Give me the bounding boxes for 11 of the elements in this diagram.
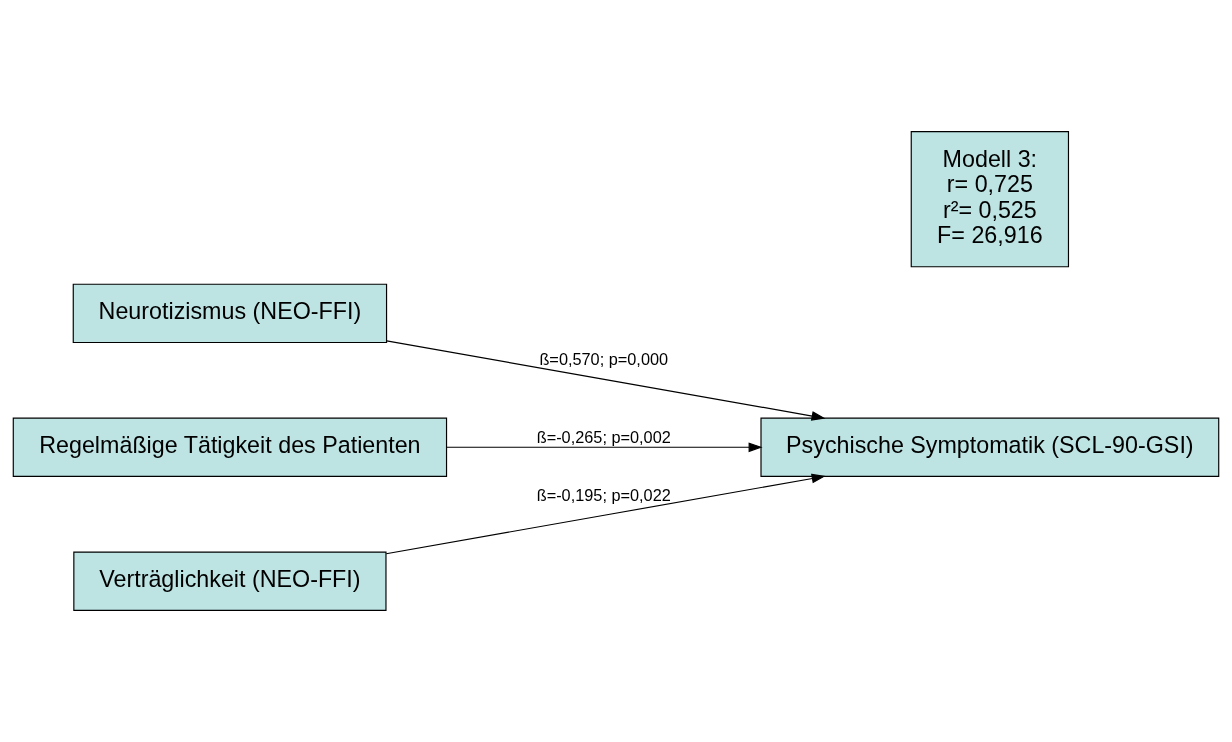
node-box: Verträglichkeit (NEO-FFI): [73, 551, 387, 611]
edge-label: ß=-0,265; p=0,002: [536, 427, 671, 446]
edge-label: ß=0,570; p=0,000: [539, 349, 669, 368]
node-box: Psychische Symptomatik (SCL-90-GSI): [760, 417, 1220, 477]
node-box: Modell 3: r= 0,725 r²= 0,525 F= 26,916: [910, 131, 1070, 268]
node-box: Regelmäßige Tätigkeit des Patienten: [12, 417, 448, 477]
node-box: Neurotizismus (NEO-FFI): [72, 283, 388, 344]
arrow: [386, 340, 826, 421]
arrow: [446, 442, 763, 453]
edge-label: ß=-0,195; p=0,022: [536, 486, 671, 505]
arrow: [385, 473, 826, 555]
